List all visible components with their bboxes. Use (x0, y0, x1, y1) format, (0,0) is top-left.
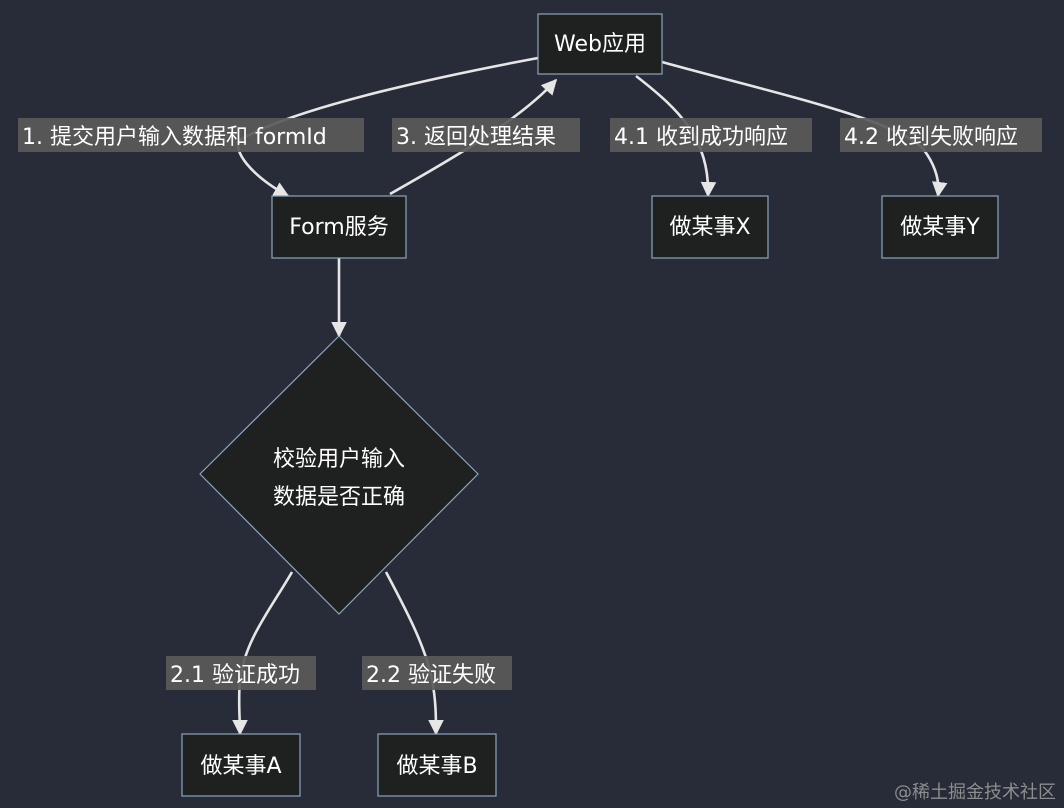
edge-label-submit: 1. 提交用户输入数据和 formId (18, 118, 364, 152)
edge-label-validate-fail-text: 2.2 验证失败 (366, 663, 496, 688)
node-do-a: 做某事A (181, 733, 301, 797)
node-do-b: 做某事B (377, 733, 497, 797)
node-validate-decision: 校验用户输入 数据是否正确 (199, 335, 479, 615)
edge-validate-success (232, 571, 294, 736)
node-web-app: Web应用 (537, 13, 663, 75)
node-web-app-label: Web应用 (554, 32, 646, 57)
edge-label-validate-success: 2.1 验证成功 (166, 656, 316, 690)
edge-label-success-41-text: 4.1 收到成功响应 (614, 125, 788, 150)
node-do-y: 做某事Y (881, 195, 999, 259)
node-validate-line1: 校验用户输入 (273, 447, 405, 472)
edge-label-return-text: 3. 返回处理结果 (396, 125, 556, 150)
edge-label-validate-success-text: 2.1 验证成功 (170, 663, 300, 688)
node-do-b-label: 做某事B (396, 754, 477, 779)
edge-label-validate-fail: 2.2 验证失败 (362, 656, 512, 690)
node-form-service-label: Form服务 (289, 215, 388, 240)
edge-label-success-41: 4.1 收到成功响应 (610, 118, 812, 152)
node-do-x: 做某事X (651, 195, 769, 259)
edge-label-fail-42-text: 4.2 收到失败响应 (844, 125, 1018, 150)
edge-label-submit-text: 1. 提交用户输入数据和 formId (22, 125, 327, 150)
node-form-service: Form服务 (271, 195, 407, 259)
edge-validate-fail (384, 571, 444, 736)
node-validate-line2: 数据是否正确 (273, 485, 405, 510)
edge-label-fail-42: 4.2 收到失败响应 (840, 118, 1042, 152)
node-do-x-label: 做某事X (669, 215, 750, 240)
node-do-y-label: 做某事Y (900, 215, 980, 240)
watermark-text: @稀土掘金技术社区 (894, 782, 1056, 803)
node-do-a-label: 做某事A (200, 754, 281, 779)
edge-label-return: 3. 返回处理结果 (392, 118, 580, 152)
